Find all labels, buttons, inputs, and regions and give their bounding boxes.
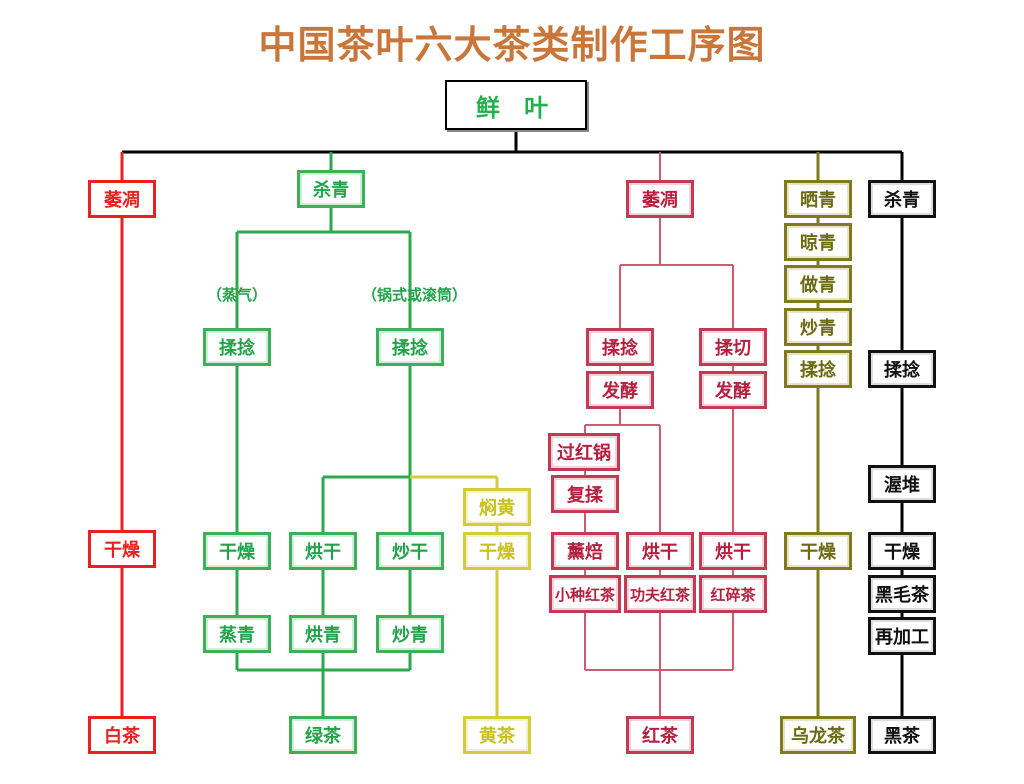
fried-green-node: 炒青 (376, 615, 444, 653)
green-tea-product: 绿茶 (289, 716, 357, 754)
souchong-node: 小种红茶 (549, 575, 621, 613)
oolong-roll-node: 揉捻 (784, 350, 852, 388)
oolong-cool-node: 晾青 (784, 223, 852, 261)
white-wither-node: 萎凋 (88, 180, 156, 218)
oolong-make-node: 做青 (784, 265, 852, 303)
dark-tea-product: 黑茶 (868, 716, 936, 754)
baked-green-node: 烘青 (289, 615, 357, 653)
yellow-dry-node: 干燥 (463, 532, 531, 570)
red-ferment-right-node: 发酵 (699, 371, 767, 409)
red-smoke-node: 薰焙 (551, 532, 619, 570)
green-roll-pan-node: 揉捻 (376, 328, 444, 366)
yellow-smother-node: 焖黄 (463, 488, 531, 526)
red-bake-mid-node: 烘干 (626, 532, 694, 570)
green-roll-steam-node: 揉捻 (203, 328, 271, 366)
dark-fix-node: 杀青 (868, 180, 936, 218)
white-dry-node: 干燥 (88, 530, 156, 568)
yellow-tea-product: 黄茶 (463, 716, 531, 754)
steamed-green-node: 蒸青 (203, 615, 271, 653)
reprocess-node: 再加工 (868, 617, 936, 655)
dark-dry-node: 干燥 (868, 532, 936, 570)
oolong-tea-product: 乌龙茶 (780, 716, 856, 754)
oolong-fry-node: 炒青 (784, 308, 852, 346)
oolong-sun-node: 晒青 (784, 180, 852, 218)
red-ferment-left-node: 发酵 (586, 371, 654, 409)
red-pan-node: 过红锅 (548, 433, 620, 471)
white-tea-product: 白茶 (88, 716, 156, 754)
raw-dark-tea-node: 黑毛茶 (868, 575, 936, 613)
steam-method-label: （蒸气） (207, 286, 268, 304)
green-dry-node: 干燥 (203, 532, 271, 570)
pan-method-label: （锅式或滚筒） (362, 286, 468, 304)
broken-black-node: 红碎茶 (699, 575, 767, 613)
diagram-title: 中国茶叶六大茶类制作工序图 (258, 23, 766, 67)
green-bake-node: 烘干 (289, 532, 357, 570)
red-wither-node: 萎凋 (626, 180, 694, 218)
red-tea-product: 红茶 (626, 716, 694, 754)
fresh-leaf-node: 鲜 叶 (445, 80, 587, 130)
red-bake-right-node: 烘干 (699, 532, 767, 570)
dark-roll-node: 揉捻 (868, 350, 936, 388)
green-fry-node: 炒干 (376, 532, 444, 570)
dark-pile-node: 渥堆 (868, 465, 936, 503)
oolong-dry-node: 干燥 (784, 532, 852, 570)
gongfu-node: 功夫红茶 (624, 575, 696, 613)
red-reroll-node: 复揉 (551, 475, 619, 513)
green-fix-node: 杀青 (297, 170, 365, 208)
red-cut-node: 揉切 (699, 328, 767, 366)
red-roll-node: 揉捻 (586, 328, 654, 366)
